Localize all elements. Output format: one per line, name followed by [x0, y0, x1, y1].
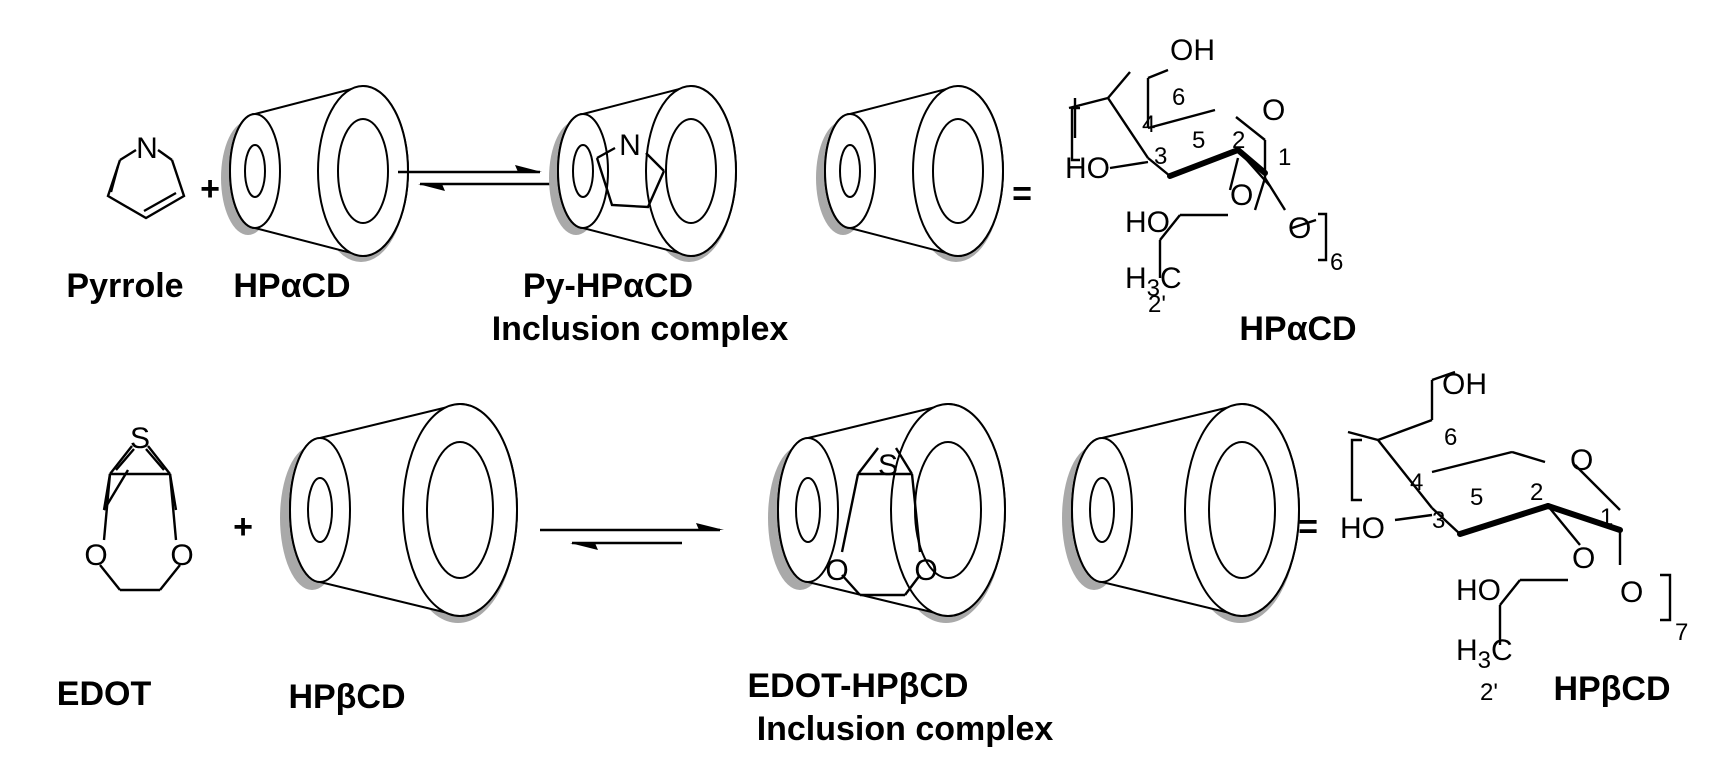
ring-oxygen-b: O: [1570, 444, 1593, 477]
edot-hpbcd-cone: [767, 403, 1006, 624]
pyrrole-structure: N: [106, 132, 186, 220]
complex-o1-atom: O: [825, 554, 848, 587]
edot-o2-atom: O: [170, 539, 193, 572]
c2-prime-label: 2': [1148, 291, 1166, 318]
equilibrium-arrows-1: [398, 165, 562, 191]
hpbcd-cone-key: [1061, 403, 1300, 624]
py-hpacd-label: Py-HPαCD: [523, 267, 693, 305]
pyrrole-label: Pyrrole: [66, 267, 183, 305]
edot-label: EDOT: [57, 675, 152, 713]
hpacd-cone-key: [815, 85, 1004, 263]
hpbcd-structure-label: HPβCD: [1553, 670, 1670, 708]
py-guest: N: [595, 129, 666, 209]
c1-label: 1: [1278, 144, 1291, 171]
c6-label: 6: [1172, 84, 1185, 111]
edot-structure: S O O: [84, 422, 194, 592]
plus-sign-1: +: [200, 170, 220, 208]
c2-label-b: 2: [1530, 479, 1543, 506]
edot-o1-atom: O: [84, 539, 107, 572]
pyrrole-n-atom: N: [136, 132, 158, 165]
ch3-group-b: H3C: [1456, 634, 1513, 674]
c2-label: 2: [1232, 127, 1245, 154]
hpbcd-label: HPβCD: [288, 678, 405, 716]
glyco-oxygen: O: [1288, 212, 1311, 245]
ether-oxygen: O: [1230, 179, 1253, 212]
equals-sign-1: =: [1012, 175, 1032, 213]
hpacd-glucose-structure: OH 6 4 5 3 2 1 O HO O HO O 6 H3C 2': [1065, 34, 1343, 318]
hpbcd-glucose-structure: OH 6 4 5 3 2 1 O HO O HO O 7 H3C 2': [1340, 368, 1688, 706]
oh-top-b: OH: [1442, 368, 1487, 401]
c4-label: 4: [1142, 111, 1155, 138]
glyco-oxygen-b: O: [1620, 576, 1643, 609]
plus-sign-2: +: [233, 508, 253, 546]
equals-sign-2: =: [1298, 508, 1318, 546]
ring-oxygen: O: [1262, 94, 1285, 127]
hpbcd-cone: [279, 403, 518, 624]
ho-side: HO: [1125, 206, 1170, 239]
ho-side-b: HO: [1456, 574, 1501, 607]
edot-inclusion-label: Inclusion complex: [757, 710, 1054, 748]
c3-label: 3: [1154, 143, 1167, 170]
complex-s-atom: S: [878, 449, 898, 482]
py-inclusion-label: Inclusion complex: [492, 310, 789, 348]
repeat-count-6: 6: [1330, 249, 1343, 276]
repeat-count-7: 7: [1675, 619, 1688, 646]
oh-top: OH: [1170, 34, 1215, 67]
ho-left: HO: [1065, 152, 1110, 185]
c5-label: 5: [1192, 127, 1205, 154]
c2-prime-label-b: 2': [1480, 679, 1498, 706]
ch3-group: H3C: [1125, 262, 1182, 302]
hpacd-structure-label: HPαCD: [1239, 310, 1356, 348]
c4-label-b: 4: [1410, 469, 1423, 496]
edot-s-atom: S: [130, 422, 150, 455]
c1-label-b: 1: [1600, 504, 1613, 531]
equilibrium-arrows-2: [540, 523, 724, 550]
py-hpacd-cone: [548, 85, 737, 263]
edot-guest: S O O: [825, 447, 938, 597]
c3-label-b: 3: [1432, 507, 1445, 534]
complex-n-atom: N: [619, 129, 641, 162]
c6-label-b: 6: [1444, 424, 1457, 451]
hpacd-cone: [220, 85, 409, 263]
c5-label-b: 5: [1470, 484, 1483, 511]
edot-hpbcd-label: EDOT-HPβCD: [748, 667, 969, 705]
complex-o2-atom: O: [914, 554, 937, 587]
hpacd-label: HPαCD: [233, 267, 350, 305]
ether-oxygen-b: O: [1572, 542, 1595, 575]
ho-left-b: HO: [1340, 512, 1385, 545]
